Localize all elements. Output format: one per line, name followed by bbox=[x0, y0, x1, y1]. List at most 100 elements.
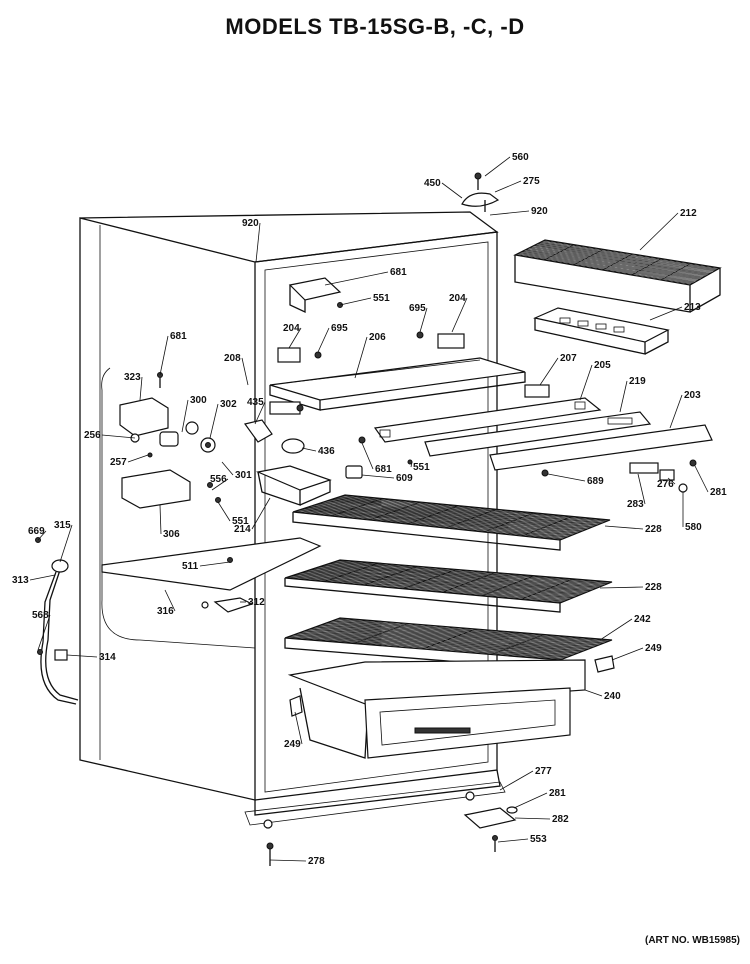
callout-label: 228 bbox=[645, 582, 662, 593]
callout-label: 689 bbox=[587, 476, 604, 487]
control-panel-outline bbox=[101, 367, 256, 649]
leader-line bbox=[694, 465, 709, 493]
leader-line bbox=[269, 859, 307, 862]
leader-line bbox=[221, 461, 234, 476]
callout-label: 281 bbox=[710, 487, 727, 498]
callout-label: 435 bbox=[247, 397, 264, 408]
callout-label: 282 bbox=[552, 814, 569, 825]
callout-label: 300 bbox=[190, 395, 207, 406]
wire-shelf-228-lower bbox=[284, 559, 613, 613]
leader-line bbox=[514, 817, 551, 820]
leader-line bbox=[301, 447, 317, 452]
callout-label: 276 bbox=[657, 479, 674, 490]
callout-label: 242 bbox=[634, 614, 651, 625]
callout-label: 681 bbox=[390, 267, 407, 278]
leader-line bbox=[649, 306, 683, 321]
art-number: (ART NO. WB15985) bbox=[644, 935, 740, 946]
callout-label: 551 bbox=[232, 516, 249, 527]
callout-label: 551 bbox=[413, 462, 430, 473]
callout-label: 695 bbox=[331, 323, 348, 334]
leader-line bbox=[599, 586, 644, 589]
leader-line bbox=[59, 524, 73, 563]
callout-label: 556 bbox=[210, 474, 227, 485]
callout-label: 204 bbox=[283, 323, 300, 334]
leader-line bbox=[547, 473, 586, 482]
callout-label: 313 bbox=[12, 575, 29, 586]
leader-line bbox=[101, 434, 136, 439]
bottom-hinge bbox=[266, 806, 518, 866]
callout-label: 213 bbox=[684, 302, 701, 313]
callout-label: 302 bbox=[220, 399, 237, 410]
leader-line bbox=[217, 501, 231, 522]
callout-label: 206 bbox=[369, 332, 386, 343]
rail-205 bbox=[373, 397, 602, 443]
page-title: MODELS TB-15SG-B, -C, -D bbox=[225, 14, 525, 39]
callout-label: 219 bbox=[629, 376, 646, 387]
callout-label: 249 bbox=[284, 739, 301, 750]
leader-line bbox=[410, 461, 413, 468]
callout-label: 204 bbox=[449, 293, 466, 304]
leader-line bbox=[288, 327, 302, 349]
brackets-204 bbox=[269, 333, 550, 415]
rail-203 bbox=[489, 424, 713, 471]
callout-label: 228 bbox=[645, 524, 662, 535]
leader-line bbox=[599, 618, 633, 641]
leader-line bbox=[637, 473, 646, 505]
callout-label: 551 bbox=[373, 293, 390, 304]
callout-label: 511 bbox=[182, 561, 199, 572]
callout-label: 256 bbox=[84, 430, 101, 441]
callout-label: 278 bbox=[308, 856, 325, 867]
callout-label: 553 bbox=[530, 834, 547, 845]
leader-line bbox=[324, 271, 389, 286]
leader-line bbox=[419, 307, 428, 333]
leader-line bbox=[317, 327, 330, 353]
leader-line bbox=[251, 497, 271, 530]
wire-shelf-228-upper bbox=[292, 494, 611, 551]
leader-line bbox=[639, 212, 679, 251]
leader-line bbox=[66, 654, 98, 658]
leader-line bbox=[254, 401, 266, 425]
leader-line bbox=[37, 614, 51, 651]
callout-label: 277 bbox=[535, 766, 552, 777]
leader-line bbox=[354, 336, 368, 379]
leader-line bbox=[579, 364, 593, 401]
leader-line bbox=[513, 792, 548, 809]
callout-label: 283 bbox=[627, 499, 644, 510]
control-parts bbox=[119, 302, 424, 509]
callout-label: 560 bbox=[512, 152, 529, 163]
leader-line bbox=[539, 357, 559, 386]
callout-label: 568 bbox=[32, 610, 49, 621]
callout-label: 695 bbox=[409, 303, 426, 314]
ice-tray-213 bbox=[533, 307, 670, 355]
callout-label: 208 bbox=[224, 353, 241, 364]
callout-label: 681 bbox=[170, 331, 187, 342]
leader-line bbox=[489, 210, 530, 216]
leader-line bbox=[451, 297, 468, 333]
leader-line bbox=[211, 478, 229, 491]
callout-label: 312 bbox=[248, 597, 265, 608]
callout-label: 306 bbox=[163, 529, 180, 540]
leader-line bbox=[127, 454, 149, 463]
leader-line bbox=[294, 711, 303, 745]
callout-label: 669 bbox=[28, 526, 45, 537]
leader-line bbox=[497, 838, 529, 843]
leader-line bbox=[339, 297, 372, 306]
top-hinge bbox=[461, 172, 500, 212]
callout-label: 212 bbox=[680, 208, 697, 219]
leader-line bbox=[584, 689, 603, 697]
leader-line bbox=[361, 442, 374, 470]
leader-line bbox=[199, 561, 231, 567]
crisper-drawer-240 bbox=[287, 655, 615, 759]
air-duct-681 bbox=[288, 277, 342, 314]
callout-label: 281 bbox=[549, 788, 566, 799]
callout-label: 920 bbox=[242, 218, 259, 229]
callout-label: 214 bbox=[234, 524, 251, 535]
leader-line bbox=[181, 399, 189, 433]
leader-line bbox=[494, 180, 522, 193]
drain-tube bbox=[35, 537, 79, 705]
leader-line bbox=[441, 182, 463, 199]
leader-line bbox=[667, 477, 676, 485]
freezer-shelf-212 bbox=[513, 239, 722, 313]
callout-label: 275 bbox=[523, 176, 540, 187]
